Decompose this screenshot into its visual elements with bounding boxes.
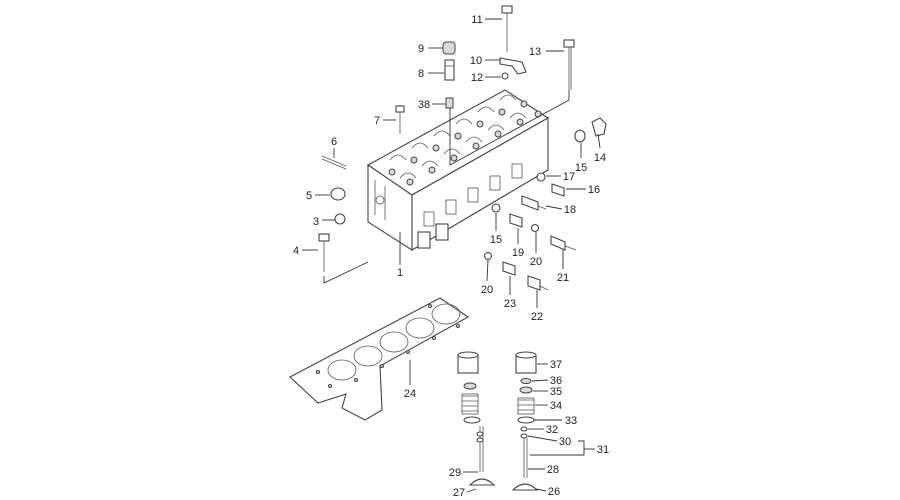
callout-35: 35 [550,386,562,398]
callout-11: 11 [471,14,482,26]
callout-15: 15 [490,234,502,246]
callout-24: 24 [404,388,416,400]
callout-6: 6 [331,136,337,148]
callout-18: 18 [564,204,576,216]
cap-9 [442,41,456,55]
callout-7: 7 [374,115,380,127]
sensor-14 [591,117,607,137]
callout-20: 20 [481,284,493,296]
callout-4: 4 [293,245,299,257]
callout-33: 33 [565,415,577,427]
washer-15-lower [491,203,501,213]
callout-22: 22 [531,311,543,323]
callout-37: 37 [550,359,562,371]
callout-12: 12 [471,72,483,84]
callout-30: 30 [559,436,571,448]
cylinder-head-gasket [289,297,470,421]
stud-6 [321,155,347,170]
seal-38 [445,97,454,109]
callout-14: 14 [594,152,606,164]
callout-21: 21 [557,272,569,284]
sensor-21 [550,235,577,251]
sensor-18 [521,195,547,211]
cylinder-head [366,89,550,252]
washer-20 [530,223,540,233]
callout-19: 19 [512,247,524,259]
injector-sleeve-8 [444,59,455,81]
callout-labels: 1345678910111213141516171819202115202322… [293,14,609,499]
plug-5 [330,187,346,201]
washer-17 [536,172,546,182]
washer-15 [574,129,586,143]
leader-lines [302,18,601,493]
callout-8: 8 [418,68,424,80]
sensor-22 [527,275,549,291]
callout-20: 20 [530,256,542,268]
callout-13: 13 [529,46,541,58]
valve-train-left [457,351,496,486]
callout-27: 27 [453,487,465,499]
bolt-7 [395,105,405,134]
washer-12 [501,72,509,80]
callout-32: 32 [546,424,558,436]
callout-10: 10 [470,55,482,67]
callout-34: 34 [550,400,562,412]
sensor-16 [551,183,565,197]
callout-36: 36 [550,375,562,387]
callout-31: 31 [597,444,609,456]
valve-train-right [511,351,539,491]
bolt-11 [501,5,513,52]
callout-1: 1 [397,267,403,279]
long-bolt-13 [563,39,575,90]
callout-23: 23 [504,298,516,310]
callout-26: 26 [548,486,560,498]
callout-17: 17 [563,171,575,183]
callout-15: 15 [575,162,587,174]
washer-20-lower [483,251,493,261]
callout-29: 29 [449,467,461,479]
callout-38: 38 [418,99,430,111]
sensor-19 [509,213,523,228]
callout-9: 9 [418,43,424,55]
clamp-10 [499,57,527,75]
callout-3: 3 [313,216,319,228]
callout-16: 16 [588,184,600,196]
callout-5: 5 [306,190,312,202]
sensor-23 [502,261,516,276]
bolt-4 [318,233,330,272]
plug-3 [334,213,346,225]
callout-28: 28 [547,464,559,476]
